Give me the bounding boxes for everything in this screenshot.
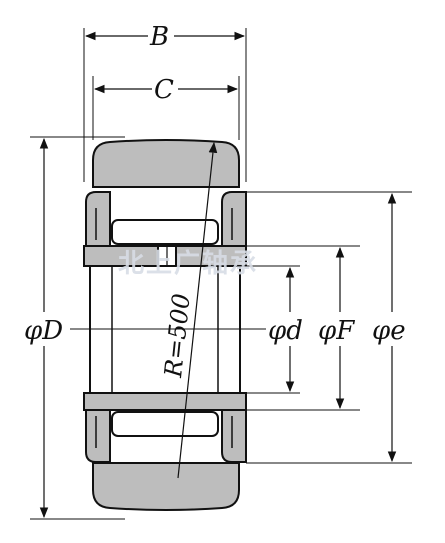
watermark-text: 北上广轴承 xyxy=(118,249,258,279)
label-B: B xyxy=(149,22,169,52)
radius-leader xyxy=(177,141,218,479)
roller-lower xyxy=(111,411,219,437)
side-plate-right-lower xyxy=(221,409,247,463)
outer-ring-lower xyxy=(92,462,240,511)
roller-upper xyxy=(111,219,219,245)
label-e: φe xyxy=(372,316,406,346)
label-F: φF xyxy=(318,316,355,346)
label-C: C xyxy=(154,75,174,105)
outer-ring-upper xyxy=(92,139,240,188)
side-plate-right-upper xyxy=(221,191,247,247)
inner-ring-lower xyxy=(83,392,247,411)
label-d: φd xyxy=(268,316,303,346)
side-plate-left-lower xyxy=(85,409,111,463)
label-D: φD xyxy=(24,316,63,346)
side-plate-left-upper xyxy=(85,191,111,247)
